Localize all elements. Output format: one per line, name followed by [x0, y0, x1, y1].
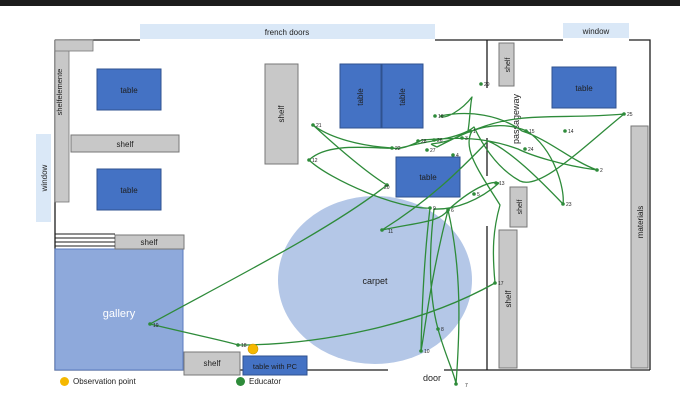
- french-doors: [140, 24, 435, 39]
- table-5-label: table: [419, 173, 437, 182]
- point-label-6: 6: [451, 208, 454, 214]
- path-points: 1 2 3 4 5 6 7 8 9 10 11 12 13 14 15 16 1…: [148, 82, 633, 389]
- window-top-label: window: [582, 27, 610, 36]
- window-left-label: window: [40, 164, 49, 192]
- shelf-label-1: shelf: [117, 140, 135, 149]
- shelf-mid-right: [509, 186, 528, 228]
- passage-gap-2: [484, 176, 490, 226]
- point-label-9: 9: [433, 206, 436, 212]
- shelf-center-vertical: [264, 63, 299, 165]
- point-label-25: 25: [627, 112, 633, 118]
- point-label-15: 15: [529, 129, 535, 135]
- point-label-18: 18: [241, 343, 247, 349]
- point-label-22: 22: [395, 146, 401, 152]
- shelf-label-3: shelf: [141, 238, 159, 247]
- point-label-16: 16: [438, 114, 444, 120]
- point-label-28: 28: [421, 139, 427, 145]
- point-label-12: 12: [312, 158, 318, 164]
- educator-legend-label: Educator: [249, 377, 282, 386]
- point-label-11: 11: [388, 229, 393, 235]
- point-label-19: 19: [153, 323, 159, 329]
- legend-educator: Educator: [236, 377, 281, 386]
- table-with-pc-label: table with PC: [253, 362, 298, 371]
- legend-observation: Observation point: [60, 377, 136, 386]
- table-6: [551, 66, 617, 109]
- table-3: [339, 63, 382, 129]
- point-label-29: 29: [484, 82, 490, 88]
- educator-path: [149, 96, 625, 385]
- point-label-20: 20: [384, 185, 390, 191]
- table-3-label: table: [356, 88, 365, 106]
- door-label: door: [423, 373, 441, 383]
- shelfelemente-label: shelfelemente: [55, 69, 64, 116]
- point-label-17: 17: [498, 281, 504, 287]
- french-doors-label: french doors: [265, 28, 309, 37]
- shelf-top-right: [498, 42, 515, 87]
- shelf-right-vertical: [498, 229, 518, 369]
- shelf-label-2: shelf: [277, 105, 286, 123]
- point-label-13: 13: [499, 181, 505, 187]
- point-label-10: 10: [424, 349, 430, 355]
- materials-shelf: [630, 125, 649, 369]
- point-label-5: 5: [477, 192, 480, 198]
- point-label-7: 7: [465, 383, 468, 389]
- table-5: [395, 156, 461, 198]
- point-label-27: 27: [430, 148, 436, 154]
- point-label-8: 8: [441, 327, 444, 333]
- passageway-gap: [484, 88, 490, 138]
- table-1-label: table: [120, 86, 138, 95]
- point-label-2: 2: [600, 168, 603, 174]
- step-lines: [55, 233, 115, 247]
- point-label-21: 21: [316, 123, 322, 129]
- gallery-label: gallery: [103, 308, 136, 320]
- carpet: [278, 196, 472, 364]
- educator-legend-icon: [236, 377, 245, 386]
- point-label-14: 14: [568, 129, 574, 135]
- gallery: [54, 248, 184, 371]
- point-label-3: 3: [465, 136, 468, 142]
- window-top: [563, 23, 629, 38]
- window-left: [36, 134, 51, 222]
- table-6-label: table: [575, 84, 593, 93]
- shelf-left-horizontal: [70, 134, 180, 153]
- point-label-26: 26: [437, 138, 443, 144]
- table-with-pc: [242, 355, 308, 376]
- top-bar: [0, 0, 680, 6]
- shelfelemente: [54, 39, 70, 203]
- observation-legend-label: Observation point: [73, 377, 136, 386]
- shelf-label-4: shelf: [204, 359, 222, 368]
- point-label-4: 4: [456, 153, 459, 159]
- table-4: [381, 63, 424, 129]
- materials-label: materials: [636, 206, 645, 238]
- table-4-label: table: [398, 88, 407, 106]
- table-2-label: table: [120, 186, 138, 195]
- shelf-label-5: shelf: [505, 58, 512, 73]
- point-label-1: 1: [473, 129, 476, 135]
- point-label-23: 23: [566, 202, 572, 208]
- shelf-bottom: [183, 351, 241, 376]
- observation-point: [247, 343, 259, 355]
- shelfelemente-top: [54, 39, 94, 52]
- table-2: [96, 168, 162, 211]
- observation-legend-icon: [60, 377, 69, 386]
- point-label-24: 24: [528, 147, 534, 153]
- shelf-label-7: shelf: [504, 290, 513, 308]
- carpet-label: carpet: [362, 276, 388, 286]
- table-1: [96, 68, 162, 111]
- shelf-label-6: shelf: [517, 200, 524, 215]
